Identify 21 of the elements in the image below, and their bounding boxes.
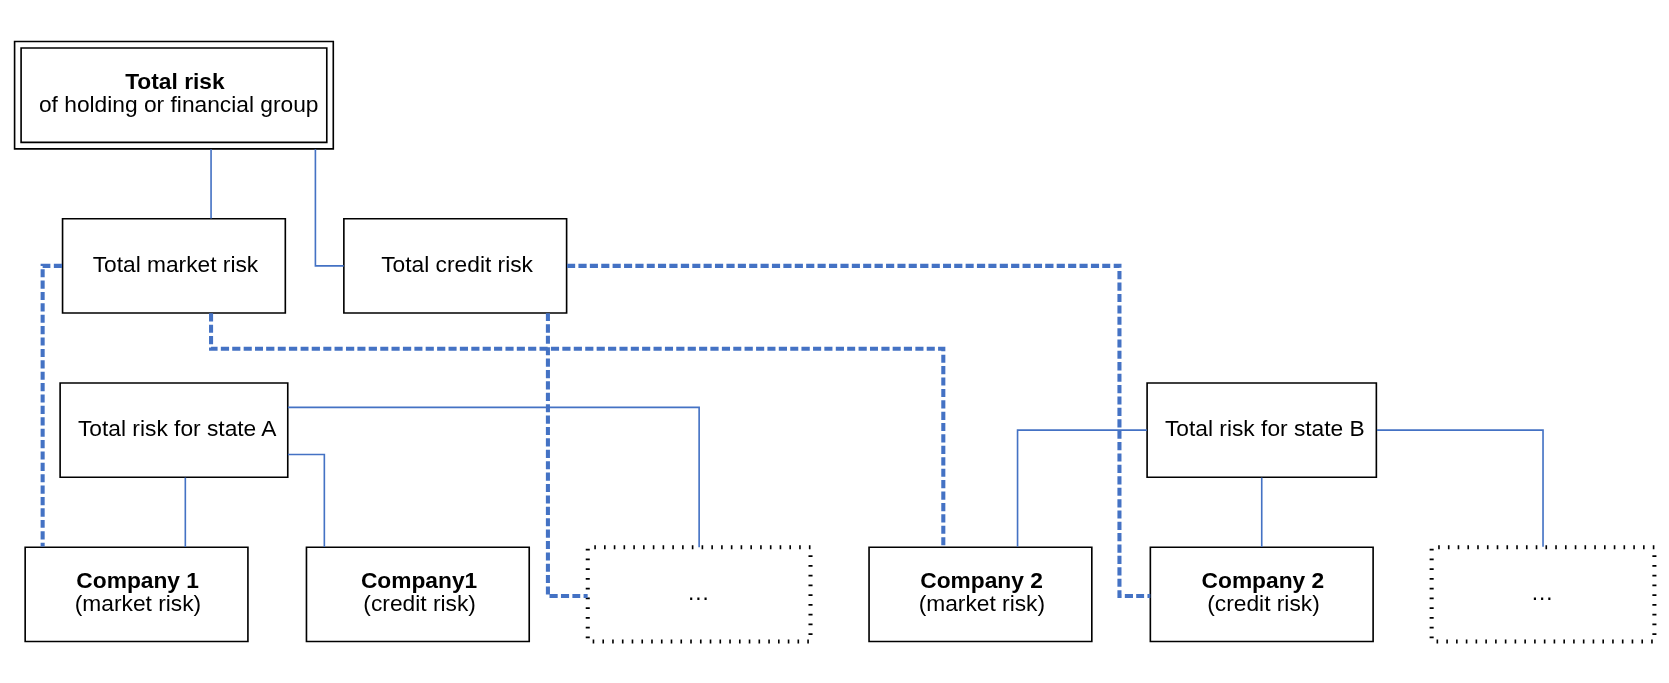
connector [1376, 429, 1544, 548]
connector [1016, 429, 1148, 548]
node-box: Company 1 (market risk) [24, 546, 249, 643]
connector [314, 148, 345, 267]
node-box: Total risk for state A [59, 382, 289, 479]
connector [184, 476, 187, 548]
node-box: … [1429, 545, 1657, 644]
connector [287, 406, 700, 548]
connector [545, 313, 588, 598]
node-box: Company1 (credit risk) [305, 546, 531, 643]
node-box: Total credit risk [343, 217, 568, 314]
node-box: Company 2 (market risk) [868, 546, 1093, 643]
connector [209, 313, 946, 547]
node-box: Total risk of holding or financial group [13, 40, 335, 150]
connector [1260, 476, 1263, 548]
node-box: Total market risk [61, 217, 287, 314]
node-box: Company 2 (credit risk) [1149, 546, 1374, 643]
node-box: … [585, 545, 813, 644]
connector [287, 453, 326, 548]
connector [210, 148, 212, 220]
node-box: Total risk for state B [1146, 382, 1378, 479]
